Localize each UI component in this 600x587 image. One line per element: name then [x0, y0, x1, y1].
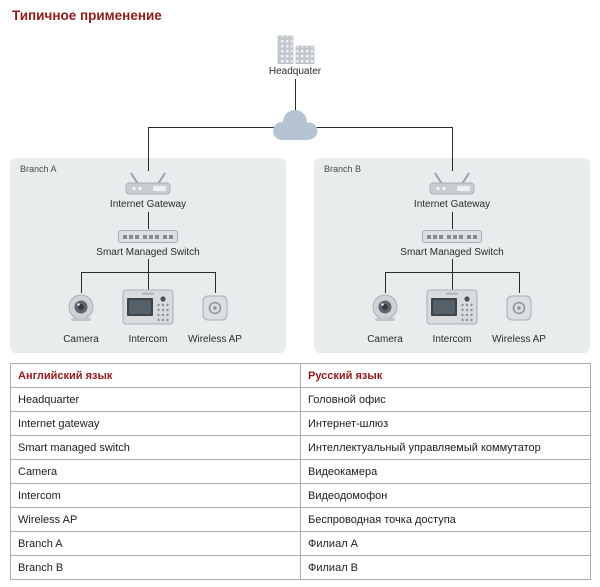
branch-b-wireless-ap-label: Wireless AP — [492, 334, 546, 345]
branch-b-intercom-label: Intercom — [432, 334, 472, 345]
table-row: Internet gateway Интернет-шлюз — [10, 411, 591, 436]
cell-en: Internet gateway — [10, 411, 301, 436]
branch-a-camera-label: Camera — [63, 334, 99, 345]
cell-en: Wireless AP — [10, 507, 301, 532]
table-row: Smart managed switch Интеллектуальный уп… — [10, 435, 591, 460]
table-row: Camera Видеокамера — [10, 459, 591, 484]
table-row: Headquarter Головной офис — [10, 387, 591, 412]
table-header-row: Английский язык Русский язык — [10, 363, 591, 388]
branch-a-intercom-label: Intercom — [128, 334, 168, 345]
cell-ru: Видеокамера — [300, 459, 591, 484]
branch-a-drop-camera — [81, 272, 82, 293]
headquarter-label: Headquater — [268, 66, 322, 77]
table-row: Branch B Филиал B — [10, 555, 591, 580]
internet-cloud-icon — [266, 107, 324, 143]
branch-a-intercom-icon — [122, 289, 174, 325]
branch-a-wireless-ap-icon — [202, 295, 228, 321]
branch-b-drop-ap — [519, 272, 520, 293]
branch-a-connector-gw-switch — [148, 212, 149, 229]
table-row: Intercom Видеодомофон — [10, 483, 591, 508]
branch-a-switch-icon — [118, 229, 178, 244]
branch-b-camera-icon — [370, 293, 400, 323]
connector-cloud-to-branch-a — [148, 127, 149, 171]
branch-b-drop-camera — [385, 272, 386, 293]
branch-a-wireless-ap-label: Wireless AP — [188, 334, 242, 345]
section-title: Типичное применение — [12, 8, 162, 23]
connector-cloud-to-branch-b — [452, 127, 453, 171]
cell-en: Headquarter — [10, 387, 301, 412]
cell-ru: Филиал А — [300, 531, 591, 556]
branch-a-camera-icon — [66, 293, 96, 323]
table-row: Wireless AP Беспроводная точка доступа — [10, 507, 591, 532]
cell-ru: Интернет-шлюз — [300, 411, 591, 436]
branch-b-switch-icon — [422, 229, 482, 244]
table-header-russian: Русский язык — [300, 363, 591, 388]
branch-b-gateway-label: Internet Gateway — [413, 199, 491, 210]
cell-ru: Видеодомофон — [300, 483, 591, 508]
cell-en: Camera — [10, 459, 301, 484]
branch-b-camera-label: Camera — [367, 334, 403, 345]
branch-b-connector-switch-bus — [452, 259, 453, 273]
branch-b-drop-intercom — [452, 272, 453, 293]
branch-a-connector-switch-bus — [148, 259, 149, 273]
headquarter-buildings-icon — [270, 34, 320, 65]
cell-ru: Интеллектуальный управляемый коммутатор — [300, 435, 591, 460]
cell-en: Smart managed switch — [10, 435, 301, 460]
cell-ru: Филиал B — [300, 555, 591, 580]
cell-ru: Головной офис — [300, 387, 591, 412]
cell-ru: Беспроводная точка доступа — [300, 507, 591, 532]
table-header-english: Английский язык — [10, 363, 301, 388]
branch-a-label: Branch A — [20, 164, 57, 174]
branch-b-wireless-ap-icon — [506, 295, 532, 321]
branch-b-connector-gw-switch — [452, 212, 453, 229]
branch-a-drop-intercom — [148, 272, 149, 293]
translation-table: Английский язык Русский язык Headquarter… — [10, 363, 591, 580]
cell-en: Branch B — [10, 555, 301, 580]
connector-hq-to-cloud — [295, 79, 296, 111]
table-row: Branch A Филиал А — [10, 531, 591, 556]
branch-a-gateway-label: Internet Gateway — [109, 199, 187, 210]
branch-b-router-icon — [428, 170, 476, 196]
branch-b-label: Branch B — [324, 164, 362, 174]
cell-en: Branch A — [10, 531, 301, 556]
branch-b-switch-label: Smart Managed Switch — [400, 247, 504, 258]
cell-en: Intercom — [10, 483, 301, 508]
branch-a-drop-ap — [215, 272, 216, 293]
branch-b-intercom-icon — [426, 289, 478, 325]
branch-a-switch-label: Smart Managed Switch — [96, 247, 200, 258]
branch-a-router-icon — [124, 170, 172, 196]
